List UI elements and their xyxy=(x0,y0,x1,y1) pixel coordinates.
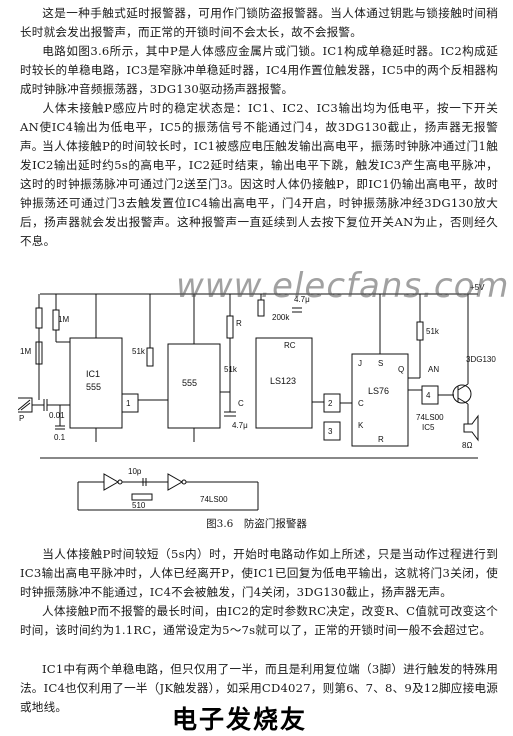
cap-001-a-label: 0.01 xyxy=(49,411,65,420)
ic5-type: 74LS00 xyxy=(200,495,228,504)
paragraph-idle-text: 人体未接触P感应片时的稳定状态是：IC1、IC2、IC3输出均为低电平，按一下开… xyxy=(20,101,498,153)
gate-2-label: 2 xyxy=(328,399,333,408)
resistor-51k xyxy=(146,347,154,367)
paragraph-long-touch-text: 当人体接触P的时间较长时，IC1被感应电压触发输出高电平，振荡时钟脉冲通过门1触… xyxy=(20,139,498,248)
resistor-1m-b-label: 1M xyxy=(20,347,31,356)
cap-47u-b-label: 4.7μ xyxy=(232,421,248,430)
ic1-type: 555 xyxy=(86,382,101,392)
paragraph-long-touch: 当人体接触P的时间较长时，IC1被感应电压触发输出高电平，振荡时钟脉冲通过门1触… xyxy=(20,137,498,251)
resistor-510 xyxy=(131,493,153,501)
resistor-200k-label: 200k xyxy=(272,313,290,322)
resistor-r xyxy=(226,315,234,339)
ic4-type: LS76 xyxy=(368,386,389,396)
resistor-51k-c-label: 51k xyxy=(426,327,440,336)
transistor-3dg130 xyxy=(452,384,472,404)
ic4-pin-q: Q xyxy=(398,365,404,374)
paragraph-short-touch: 当人体接触P时间较短（5s内）时，开始时电路动作如上所述，只是当动作过程进行到I… xyxy=(20,545,498,602)
paragraph-intro: 这是一种手触式延时报警器，可用作门锁防盗报警器。当人体通过钥匙与锁接触时间稍长时… xyxy=(20,4,498,42)
resistor-1m-b xyxy=(35,341,43,365)
inverter-b xyxy=(167,473,184,491)
ic4-pin-k: K xyxy=(358,421,364,430)
ic4-ls76 xyxy=(351,353,409,447)
paragraph-short-touch-text: 当人体接触P时间较短（5s内）时，开始时电路动作如上所述，只是当动作过程进行到I… xyxy=(20,547,498,599)
ic4-pin-r: R xyxy=(378,435,384,444)
speaker-label: 8Ω xyxy=(462,441,472,450)
ic4-pin-j: J xyxy=(358,359,362,368)
supply-label: +5V xyxy=(470,283,485,292)
speaker-icon xyxy=(463,414,479,442)
paragraph-circuit: 电路如图3.6所示，其中P是人体感应金属片或门锁。IC1构成单稳延时器。IC2构… xyxy=(20,42,498,99)
transistor-label: 3DG130 xyxy=(466,355,496,364)
watermark: www.elecfans.com xyxy=(176,266,510,306)
cap-47u-label: 4.7μ xyxy=(294,295,310,304)
resistor-510-label: 510 xyxy=(132,501,146,510)
cap-01-label: 0.1 xyxy=(54,433,66,442)
switch-label[interactable]: AN xyxy=(428,365,439,374)
resistor-r-label: R xyxy=(236,319,242,328)
gate-3 xyxy=(323,421,341,441)
resistor-1m-a xyxy=(35,307,43,329)
resistor-51k-c xyxy=(416,321,424,341)
gate-3-label: 3 xyxy=(328,427,333,436)
ic5-name: IC5 xyxy=(422,423,435,432)
inverter-a xyxy=(103,473,120,491)
paragraph-timing: 人体接触P而不报警的最长时间，由IC2的定时参数RC决定，改变R、C值就可改变这… xyxy=(20,602,498,640)
ic3-ls123 xyxy=(255,337,313,429)
gate-1 xyxy=(121,393,139,413)
ic2-type: 555 xyxy=(182,378,197,388)
paragraph-circuit-text: 电路如图3.6所示，其中P是人体感应金属片或门锁。IC1构成单稳延时器。IC2构… xyxy=(20,44,498,96)
gate-4-label: 4 xyxy=(426,391,431,400)
circuit-diagram: +5V 1M 1M P 0.01 0.1 IC1 555 1 51k 555 R… xyxy=(18,283,496,511)
brand-logo: 电子发烧友 xyxy=(168,700,312,736)
ic4-pin-s: S xyxy=(378,359,383,368)
gate-1-label: 1 xyxy=(126,399,131,408)
resistor-51k-b-label: 51k xyxy=(224,365,238,374)
ic3-type: LS123 xyxy=(270,376,296,386)
ic1-name: IC1 xyxy=(86,369,100,379)
resistor-51k-label: 51k xyxy=(132,347,146,356)
paragraph-notes: IC1中有两个单稳电路，但只仅用了一半，而且是利用复位端（3脚）进行触发的特殊用… xyxy=(20,660,498,717)
paragraph-intro-text: 这是一种手触式延时报警器，可用作门锁防盗报警器。当人体通过钥匙与锁接触时间稍长时… xyxy=(20,6,498,39)
cap-c-label: C xyxy=(238,399,244,408)
paragraph-idle-state: 人体未接触P感应片时的稳定状态是：IC1、IC2、IC3输出均为低电平，按一下开… xyxy=(20,99,498,156)
paragraph-notes-text: IC1中有两个单稳电路，但只仅用了一半，而且是利用复位端（3脚）进行触发的特殊用… xyxy=(20,662,498,714)
ic1-555 xyxy=(69,337,123,429)
cap-10p-label: 10p xyxy=(128,467,142,476)
sensor-label: P xyxy=(19,414,24,423)
paragraph-timing-text: 人体接触P而不报警的最长时间，由IC2的定时参数RC决定，改变R、C值就可改变这… xyxy=(20,604,498,637)
resistor-1m-a-label: 1M xyxy=(58,315,69,324)
ic3-rc-label: RC xyxy=(284,341,296,350)
ic5b-type: 74LS00 xyxy=(416,413,444,422)
ic4-pin-c: C xyxy=(358,399,364,408)
figure-caption: 图3.6 防盗门报警器 xyxy=(206,518,307,530)
